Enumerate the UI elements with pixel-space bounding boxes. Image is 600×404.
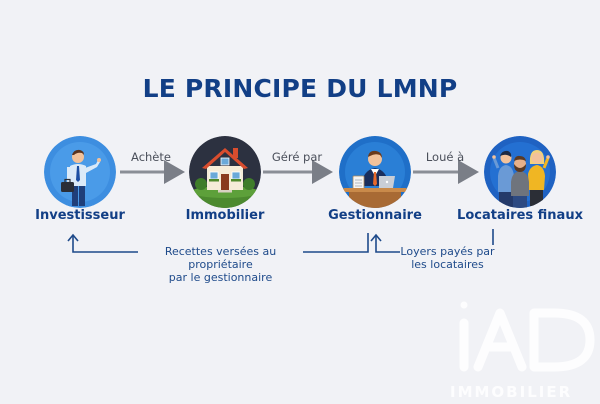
manager-at-desk-icon <box>339 136 411 208</box>
edge-label-achete: Achète <box>131 150 171 164</box>
edge-label-loue-a: Loué à <box>425 150 465 164</box>
businessman-icon <box>44 136 116 208</box>
svg-text:IMMOBILIER: IMMOBILIER <box>450 383 572 400</box>
feedback-loyers-line1: Loyers payés par <box>400 245 495 258</box>
node-label-investisseur: Investisseur <box>35 208 125 223</box>
house-icon <box>189 136 261 208</box>
node-immobilier <box>189 136 261 208</box>
node-label-gestionnaire: Gestionnaire <box>328 208 422 223</box>
feedback-recettes-line1: Recettes versées au propriétaire <box>164 245 277 271</box>
node-label-immobilier: Immobilier <box>185 208 265 223</box>
edge-label-gere-par: Géré par <box>271 150 323 164</box>
tenants-group-icon <box>484 136 556 208</box>
iad-logo-icon: IMMOBILIER <box>450 301 595 401</box>
feedback-recettes-line2: par le gestionnaire <box>168 271 273 284</box>
page-title: LE PRINCIPE DU LMNP <box>142 74 458 103</box>
node-investisseur <box>44 136 116 208</box>
feedback-label-loyers: Loyers payés par les locataires <box>400 245 495 271</box>
node-label-locataires: Locataires finaux <box>457 208 583 223</box>
feedback-label-recettes: Recettes versées au propriétaire par le … <box>138 245 303 284</box>
node-locataires <box>484 136 556 208</box>
feedback-loyers-line2: les locataires <box>411 258 484 271</box>
node-gestionnaire <box>339 136 411 208</box>
iad-watermark-logo: IMMOBILIER <box>450 295 600 401</box>
